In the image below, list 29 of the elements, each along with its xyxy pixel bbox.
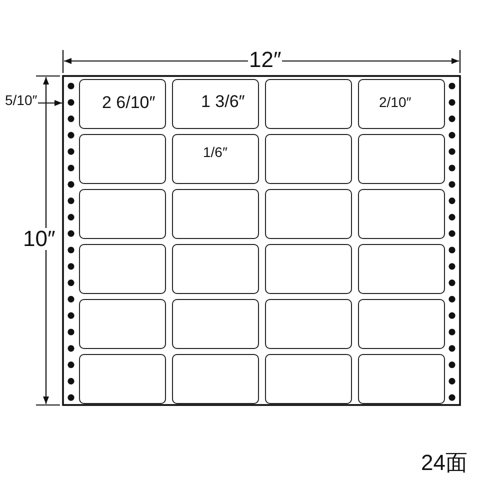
label-box bbox=[265, 299, 352, 349]
label-box bbox=[172, 354, 259, 404]
label-box bbox=[172, 134, 259, 184]
label-box bbox=[265, 134, 352, 184]
label-box bbox=[358, 299, 445, 349]
dimension-label: 5/10″ bbox=[4, 93, 38, 107]
label-count: 24面 bbox=[420, 452, 468, 474]
label-box bbox=[265, 189, 352, 239]
label-box bbox=[265, 79, 352, 129]
label-box bbox=[358, 189, 445, 239]
dimension-label: 1 3/6″ bbox=[200, 93, 246, 110]
label-box bbox=[172, 244, 259, 294]
label-box bbox=[172, 189, 259, 239]
label-box bbox=[265, 354, 352, 404]
dimension-label: 10″ bbox=[22, 228, 56, 250]
label-box bbox=[358, 354, 445, 404]
label-box bbox=[79, 299, 166, 349]
label-box bbox=[79, 134, 166, 184]
label-box bbox=[358, 79, 445, 129]
label-box bbox=[358, 134, 445, 184]
label-box bbox=[79, 244, 166, 294]
dimension-label: 2/10″ bbox=[378, 95, 412, 109]
label-box bbox=[172, 299, 259, 349]
label-box bbox=[79, 189, 166, 239]
label-box bbox=[79, 354, 166, 404]
label-box bbox=[265, 244, 352, 294]
dimension-label: 1/6″ bbox=[202, 145, 228, 159]
label-box bbox=[358, 244, 445, 294]
dimension-label: 2 6/10″ bbox=[101, 94, 156, 111]
